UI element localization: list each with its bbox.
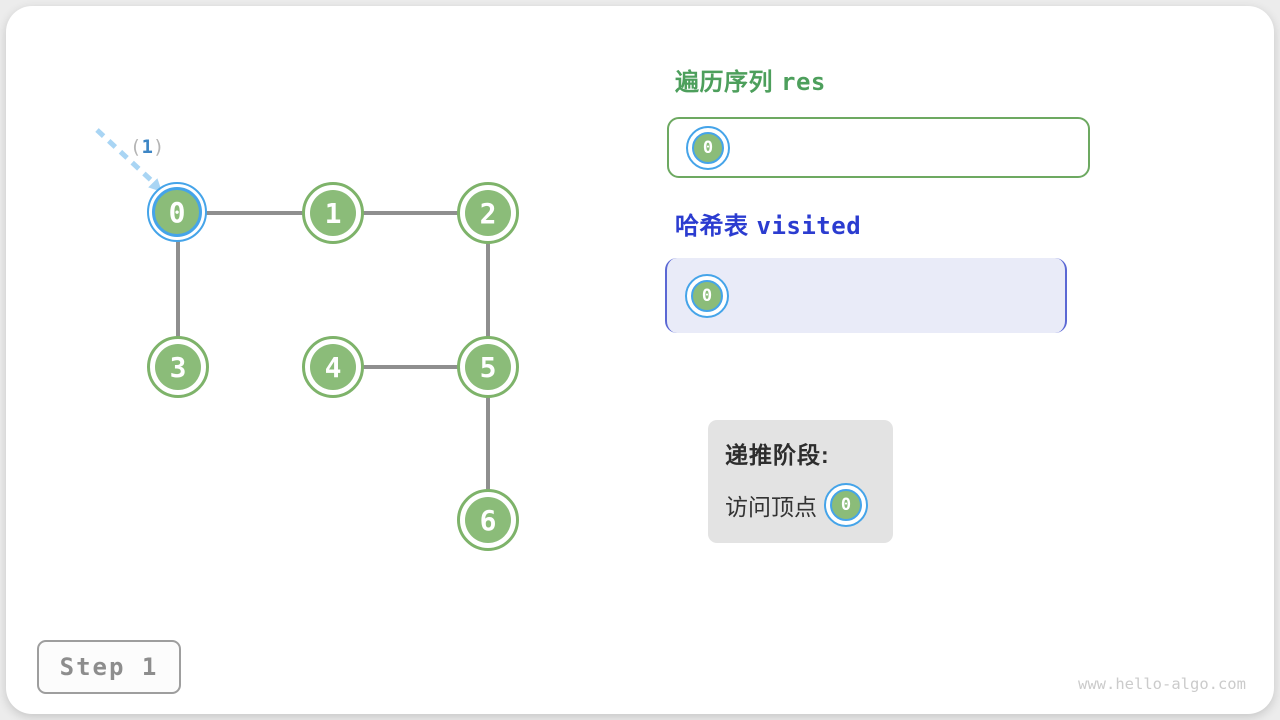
visited-box: 0 — [665, 258, 1067, 333]
watermark: www.hello-algo.com — [1078, 675, 1246, 693]
graph-node-0-label: 0 — [168, 195, 186, 229]
phase-box: 递推阶段: 访问顶点 0 — [708, 420, 893, 543]
visited-item-node: 0 — [685, 273, 729, 318]
graph-node-1-circle: 1 — [310, 190, 356, 236]
graph-node-5-circle: 5 — [465, 344, 511, 390]
graph-node-2-label: 2 — [479, 196, 497, 230]
graph-node-6-circle: 6 — [465, 497, 511, 543]
phase-action-node-circle: 0 — [830, 489, 862, 521]
res-heading: 遍历序列 res — [675, 62, 826, 97]
res-item-node: 0 — [686, 125, 730, 170]
graph-node-0: 0 — [147, 182, 207, 242]
graph-node-5-label: 5 — [479, 350, 497, 384]
graph-node-6-label: 6 — [479, 503, 497, 537]
arrow-label-value: 1 — [141, 136, 153, 158]
graph-node-1-label: 1 — [324, 196, 342, 230]
phase-action-node: 0 — [824, 483, 868, 527]
graph-node-2: 2 — [457, 182, 519, 244]
visited-heading-zh: 哈希表 — [675, 213, 749, 240]
phase-action-node-label: 0 — [840, 495, 852, 515]
arrow-step-label: (1) — [130, 136, 164, 158]
visited-heading: 哈希表 visited — [675, 206, 861, 241]
res-box: 0 — [667, 117, 1090, 178]
arrow-label-close: ) — [152, 136, 165, 158]
res-item-node-circle: 0 — [692, 131, 724, 164]
visited-item-node-circle: 0 — [691, 279, 723, 312]
arrow-label-open: ( — [130, 136, 142, 158]
figure-card: (1) 0 1 2 3 4 5 6 遍历序列 res — [6, 6, 1274, 714]
graph-node-3-label: 3 — [169, 350, 187, 384]
res-item-node-label: 0 — [702, 137, 714, 158]
phase-action-label: 访问顶点 — [725, 494, 817, 520]
res-heading-code: res — [781, 68, 826, 96]
graph-node-2-circle: 2 — [465, 190, 511, 236]
graph-node-4-label: 4 — [324, 350, 342, 384]
visited-heading-code: visited — [756, 212, 862, 240]
graph-node-3: 3 — [147, 336, 209, 398]
graph-node-3-circle: 3 — [155, 344, 201, 390]
graph-node-1: 1 — [302, 182, 364, 244]
graph-node-0-circle: 0 — [152, 187, 202, 237]
graph-node-5: 5 — [457, 336, 519, 398]
graph-node-6: 6 — [457, 489, 519, 551]
phase-title: 递推阶段: — [725, 442, 830, 468]
phase-row: 访问顶点 0 — [725, 483, 893, 527]
step-badge: Step 1 — [37, 640, 181, 694]
res-heading-zh: 遍历序列 — [675, 69, 773, 96]
visited-item-node-label: 0 — [701, 285, 713, 306]
graph-node-4: 4 — [302, 336, 364, 398]
graph-node-4-circle: 4 — [310, 344, 356, 390]
